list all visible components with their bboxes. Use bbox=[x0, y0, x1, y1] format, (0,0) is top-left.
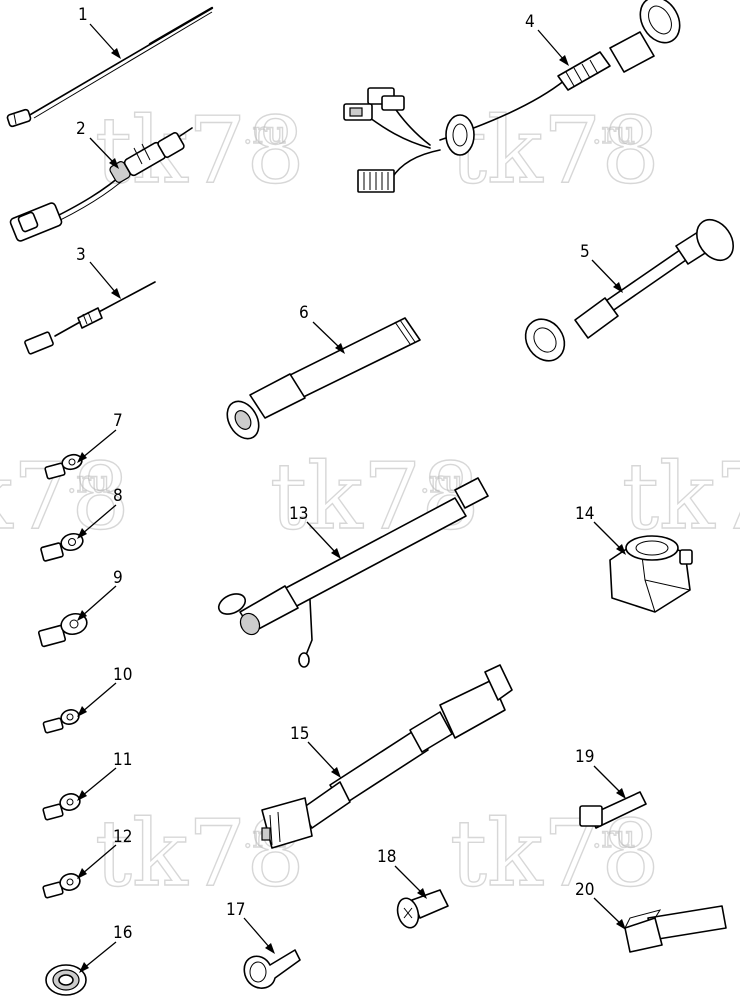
callout-10-label: 10 bbox=[113, 665, 132, 685]
callout-3-label: 3 bbox=[76, 245, 86, 265]
callout-numbers: 1 2 3 4 5 6 7 8 9 10 11 12 13 14 15 16 1… bbox=[76, 5, 594, 943]
part-11-ring-terminal bbox=[42, 793, 81, 821]
callout-8-label: 8 bbox=[113, 486, 123, 506]
part-4-main-harness bbox=[343, 0, 681, 193]
part-7-ring-terminal bbox=[44, 453, 83, 480]
watermark-suffix: .ru bbox=[592, 116, 635, 151]
callout-16-label: 16 bbox=[113, 923, 132, 943]
callout-6-label: 6 bbox=[299, 303, 309, 323]
callout-1-label: 1 bbox=[78, 5, 88, 25]
watermark-text: tk78 bbox=[95, 97, 305, 204]
callout-12-label: 12 bbox=[113, 827, 132, 847]
part-20-tie-mount bbox=[624, 905, 727, 953]
callout-4-label: 4 bbox=[525, 12, 535, 32]
watermark-text: tk78 bbox=[270, 443, 480, 550]
part-15-adapter-harness bbox=[261, 664, 513, 849]
part-17-p-clamp bbox=[243, 949, 301, 989]
callout-9-label: 9 bbox=[113, 568, 123, 588]
part-14-connector-housing bbox=[609, 535, 693, 613]
callout-17-label: 17 bbox=[226, 900, 245, 920]
part-19-tie-strap bbox=[579, 791, 647, 829]
part-2-sensor-harness bbox=[9, 127, 193, 242]
part-12-ring-terminal bbox=[42, 873, 81, 899]
part-5-extension-cable bbox=[524, 218, 734, 362]
watermark-text: tk78 bbox=[450, 800, 660, 907]
callout-11-label: 11 bbox=[113, 750, 132, 770]
callout-15-label: 15 bbox=[290, 724, 309, 744]
callout-7-label: 7 bbox=[113, 411, 123, 431]
callout-18-label: 18 bbox=[377, 847, 396, 867]
part-13-ground-cable bbox=[217, 477, 489, 668]
callout-leaders bbox=[77, 23, 626, 973]
part-3-sensor-lead bbox=[24, 281, 156, 355]
part-6-cable bbox=[226, 317, 421, 440]
callout-14-label: 14 bbox=[575, 504, 594, 524]
watermark-text: tk78 bbox=[450, 97, 660, 204]
watermark-suffix: .ru bbox=[243, 116, 286, 151]
callout-20-label: 20 bbox=[575, 880, 594, 900]
part-16-grommet bbox=[45, 964, 87, 996]
watermark-suffix: .ru bbox=[420, 465, 463, 500]
part-10-ring-terminal bbox=[42, 709, 80, 734]
watermark-group: tk78 .ru tk78 .ru tk78 .ru tk78 .ru tk78… bbox=[0, 96, 740, 907]
callout-2-label: 2 bbox=[76, 119, 86, 139]
part-8-ring-terminal bbox=[40, 532, 84, 562]
watermark-text: tk78 bbox=[622, 443, 740, 550]
part-18-screw bbox=[396, 889, 449, 929]
callout-19-label: 19 bbox=[575, 747, 594, 767]
callout-13-label: 13 bbox=[289, 504, 308, 524]
watermark-suffix: .ru bbox=[67, 465, 110, 500]
part-1-sensor-wire bbox=[6, 6, 214, 128]
callout-5-label: 5 bbox=[580, 242, 590, 262]
